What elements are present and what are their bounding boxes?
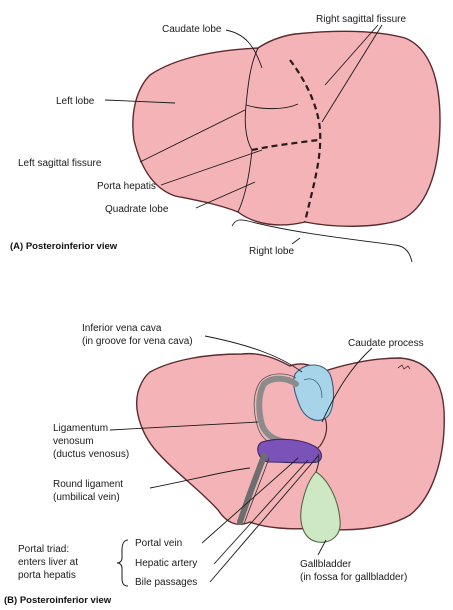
liver-a-outline [133,31,440,226]
label-round-lig-line2: (umbilical vein) [53,492,120,503]
label-right-sagittal-fissure: Right sagittal fissure [316,14,406,25]
label-left-lobe: Left lobe [56,96,95,107]
caption-a: (A) Posteroinferior view [10,241,118,252]
label-gallbladder-line1: Gallbladder [300,559,352,570]
label-lig-venosum-line1: Ligamentum [53,423,108,434]
label-lig-venosum-line3: (ductus venosus) [53,449,129,460]
panel-a: Caudate lobe Right sagittal fissure Left… [10,14,440,262]
label-hepatic-artery: Hepatic artery [135,558,197,569]
leader-right-lobe [292,238,300,244]
label-ivc-line1: Inferior vena cava [82,323,162,334]
label-quadrate-lobe: Quadrate lobe [105,204,169,215]
caption-b: (B) Posteroinferior view [4,595,112,606]
label-portal-vein: Portal vein [135,538,182,549]
label-caudate-process: Caudate process [348,338,424,349]
label-left-sagittal-fissure: Left sagittal fissure [18,158,102,169]
label-portal-triad-line3: porta hepatis [18,570,76,581]
label-right-lobe: Right lobe [249,246,294,257]
label-bile-passages: Bile passages [135,577,197,588]
label-ivc-line2: (in groove for vena cava) [82,336,193,347]
portal-triad-brace [117,540,128,586]
label-lig-venosum-line2: venosum [53,436,94,447]
panel-b: Inferior vena cava (in groove for vena c… [4,323,444,606]
label-round-lig-line1: Round ligament [53,479,123,490]
label-caudate-lobe: Caudate lobe [162,24,222,35]
label-gallbladder-line2: (in fossa for gallbladder) [300,572,407,583]
label-portal-triad-line2: enters liver at [18,557,78,568]
label-portal-triad-line1: Portal triad: [18,544,69,555]
label-porta-hepatis: Porta hepatis [97,181,156,192]
